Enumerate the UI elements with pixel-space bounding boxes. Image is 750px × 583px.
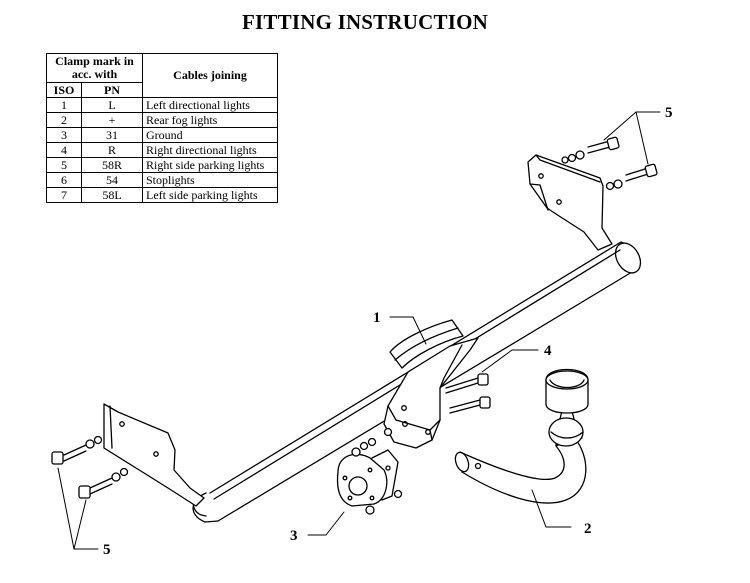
table-row: 4 R Right directional lights bbox=[46, 142, 278, 158]
cell-pn: 58L bbox=[81, 187, 143, 203]
cell-cable: Ground bbox=[142, 127, 278, 143]
header-clamp-mark: Clamp mark in acc. with bbox=[46, 53, 143, 83]
callout-5-bottom: 5 bbox=[103, 542, 111, 558]
cell-cable: Stoplights bbox=[142, 172, 278, 188]
leader-lines bbox=[57, 111, 661, 550]
page-title: FITTING INSTRUCTION bbox=[242, 10, 488, 34]
callout-5-top: 5 bbox=[665, 105, 673, 121]
cell-iso: 7 bbox=[46, 187, 82, 203]
ball-cap bbox=[545, 368, 589, 414]
callout-3: 3 bbox=[290, 528, 298, 544]
callout-4: 4 bbox=[544, 343, 552, 359]
table-header-row: Clamp mark in acc. with Cables joining bbox=[46, 53, 278, 98]
cell-cable: Right directional lights bbox=[142, 142, 278, 158]
bolt-set-top-right bbox=[561, 136, 658, 191]
ball-holder bbox=[383, 337, 479, 449]
clamp-mark-table: Clamp mark in acc. with Cables joining I… bbox=[46, 53, 278, 203]
table-row: 3 31 Ground bbox=[46, 127, 278, 143]
callout-1: 1 bbox=[373, 310, 381, 326]
socket-plate bbox=[336, 449, 399, 507]
cell-pn: 31 bbox=[81, 127, 143, 143]
table-row: 7 58L Left side parking lights bbox=[46, 187, 278, 203]
bolt-set-center bbox=[351, 373, 491, 515]
table-row: 6 54 Stoplights bbox=[46, 172, 278, 188]
cell-cable: Left side parking lights bbox=[142, 187, 278, 203]
cell-pn: 54 bbox=[81, 172, 143, 188]
left-mounting-bracket bbox=[103, 403, 205, 507]
ball-hook bbox=[454, 405, 587, 504]
callout-2: 2 bbox=[584, 521, 592, 537]
header-pn: PN bbox=[81, 82, 143, 98]
right-mounting-bracket bbox=[527, 154, 613, 251]
cell-cable: Right side parking lights bbox=[142, 157, 278, 173]
header-cables-joining: Cables joining bbox=[142, 53, 278, 98]
bolt-set-left bbox=[51, 435, 129, 499]
